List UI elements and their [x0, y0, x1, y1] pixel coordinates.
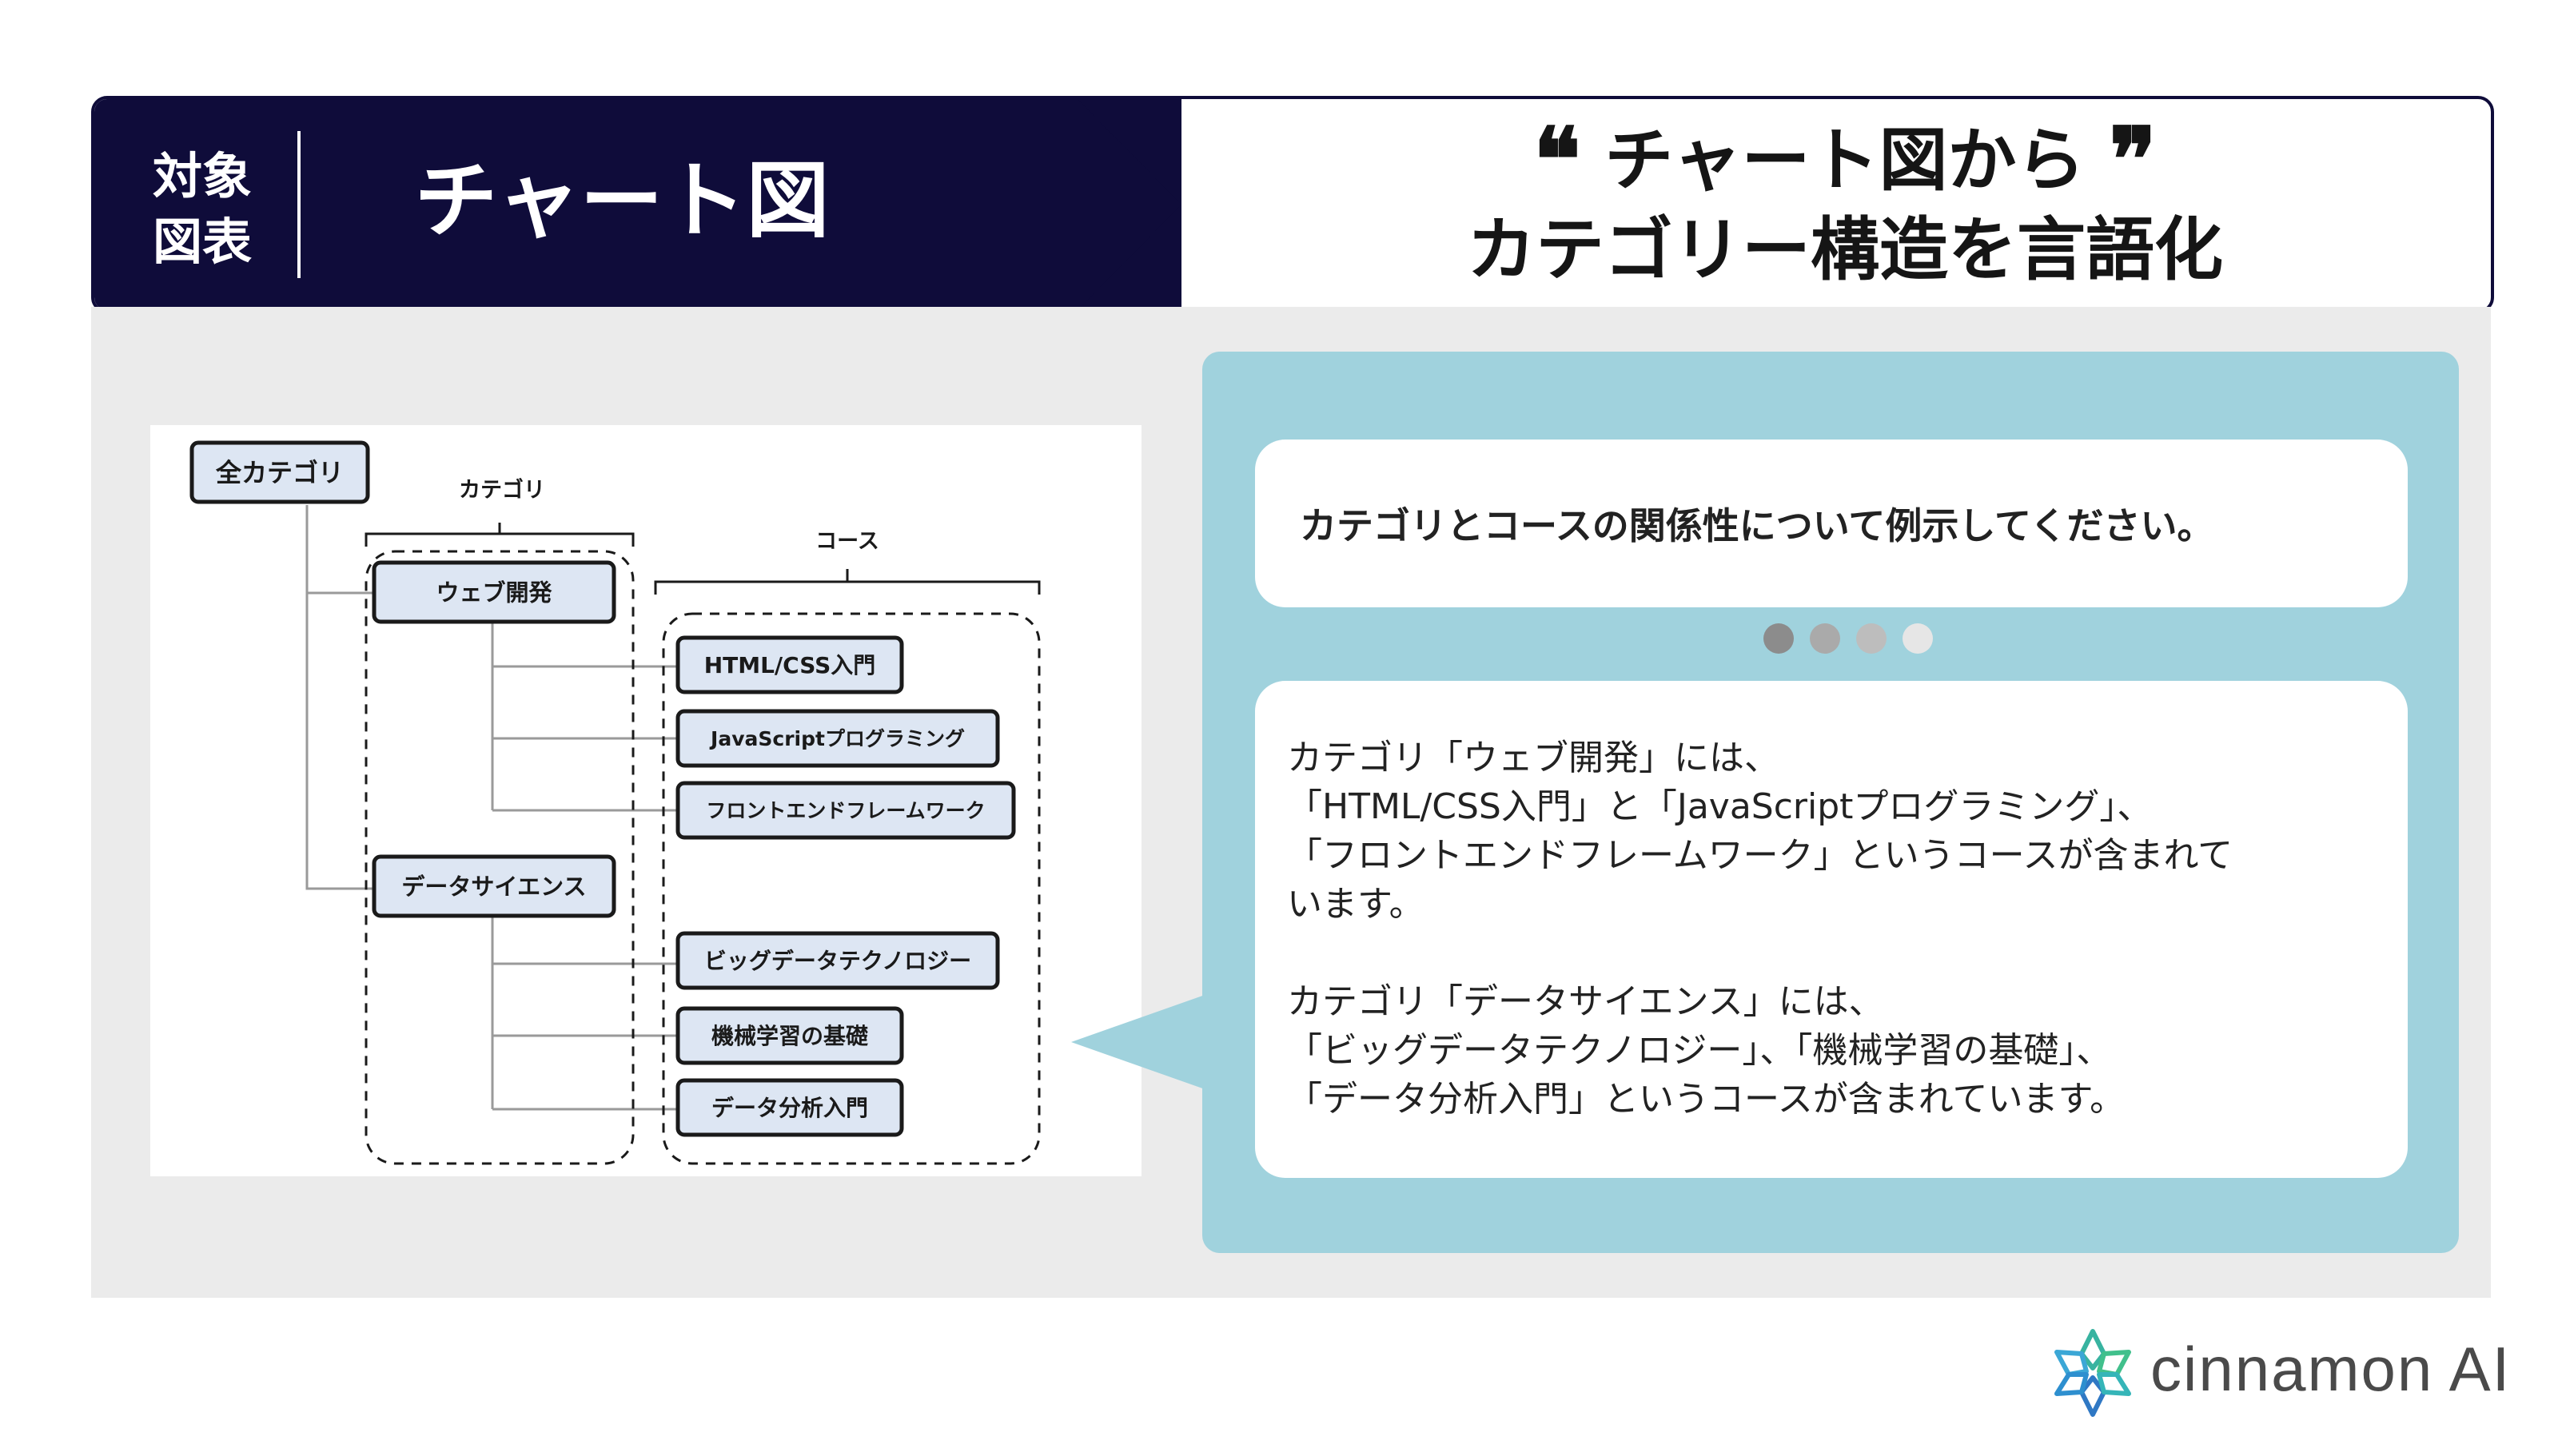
- course-node-1-1-box: [675, 635, 904, 694]
- open-quote-icon: ❝: [1533, 108, 1581, 211]
- course-node-2-1-box: [675, 931, 1000, 990]
- header-banner: 対象 図表 チャート図 ❝ チャート図から ❞ カテゴリー構造を言語化: [91, 96, 2494, 313]
- course-bracket: [654, 569, 1041, 595]
- category-bracket-label: カテゴリ: [459, 477, 545, 503]
- header-divider: [297, 131, 301, 278]
- close-quote-icon: ❞: [2109, 108, 2157, 211]
- answer-paragraph-data: カテゴリ「データサイエンス」には、 「ビッグデータテクノロジー」、「機械学習の基…: [1287, 981, 2126, 1120]
- headline-line-2: カテゴリー構造を言語化: [1467, 210, 2223, 290]
- header-dark-section: [94, 99, 1181, 310]
- root-node-box: [189, 440, 370, 504]
- question-bubble: カテゴリとコースの関係性について例示してください。: [1255, 440, 2408, 607]
- pagination-dots: [1763, 623, 1933, 655]
- pagination-dot-1[interactable]: [1763, 623, 1794, 654]
- target-figure-tag: 対象 図表: [142, 144, 262, 275]
- pagination-dot-2[interactable]: [1810, 623, 1840, 654]
- course-group-outline: [662, 612, 1041, 1165]
- course-node-2-3-box: [675, 1078, 904, 1137]
- category-node-2-box: [372, 854, 616, 918]
- tag-line-1: 対象: [152, 147, 252, 205]
- category-bracket: [365, 523, 635, 547]
- category-node-1-box: [372, 560, 616, 624]
- course-node-1-3-label: フロントエンドフレームワーク: [706, 799, 985, 822]
- course-node-1-3-box: [675, 781, 1016, 840]
- speech-bubble-pointer: [1071, 994, 1207, 1090]
- course-node-2-2-label: 機械学習の基礎: [711, 1023, 868, 1049]
- logo-wordmark: cinnamon AI: [2150, 1334, 2512, 1404]
- tag-line-2: 図表: [152, 213, 252, 271]
- root-node-label: 全カテゴリ: [215, 458, 344, 488]
- headline-text-1: チャート図から: [1604, 121, 2086, 201]
- answer-paragraph-web: カテゴリ「ウェブ開発」には、 「HTML/CSS入門」と「JavaScriptプ…: [1287, 738, 2233, 925]
- content-panel: カテゴリ コース 全カテゴリウェブ開発 HTML/CSS入門 JavaScriptプ…: [91, 307, 2491, 1298]
- cinnamon-logo: cinnamon AI: [2046, 1327, 2509, 1422]
- course-node-1-2-box: [675, 709, 1000, 768]
- category-group-outline: [365, 550, 635, 1165]
- category-node-1-label: ウェブ開発: [436, 579, 552, 606]
- course-node-1-1-label: HTML/CSS入門: [704, 652, 876, 678]
- course-node-2-1-label: ビッグデータテクノロジー: [704, 948, 971, 974]
- figure-type-title: チャート図: [414, 152, 830, 249]
- course-node-2-2-box: [675, 1006, 904, 1065]
- root-connector: [305, 505, 374, 890]
- headline-quote: ❝ チャート図から ❞ カテゴリー構造を言語化: [1245, 115, 2444, 295]
- snowflake-flower-icon: [2054, 1329, 2131, 1417]
- pagination-dot-3[interactable]: [1856, 623, 1887, 654]
- diagram-image: カテゴリ コース 全カテゴリウェブ開発 HTML/CSS入門 JavaScriptプ…: [150, 425, 1142, 1176]
- tree-connectors: [305, 505, 678, 1111]
- question-text: カテゴリとコースの関係性について例示してください。: [1300, 504, 2214, 547]
- course-node-2-3-label: データ分析入門: [711, 1095, 868, 1121]
- header-arrow: [1070, 99, 1181, 310]
- course-node-1-2-label: JavaScriptプログラミング: [709, 727, 965, 750]
- answer-bubble: カテゴリ「ウェブ開発」には、 「HTML/CSS入門」と「JavaScriptプ…: [1255, 681, 2408, 1178]
- pagination-dot-4[interactable]: [1903, 623, 1933, 654]
- headline-line-1: ❝ チャート図から ❞: [1245, 115, 2444, 205]
- category-node-2-label: データサイエンス: [401, 873, 586, 900]
- course-bracket-label: コース: [815, 529, 879, 554]
